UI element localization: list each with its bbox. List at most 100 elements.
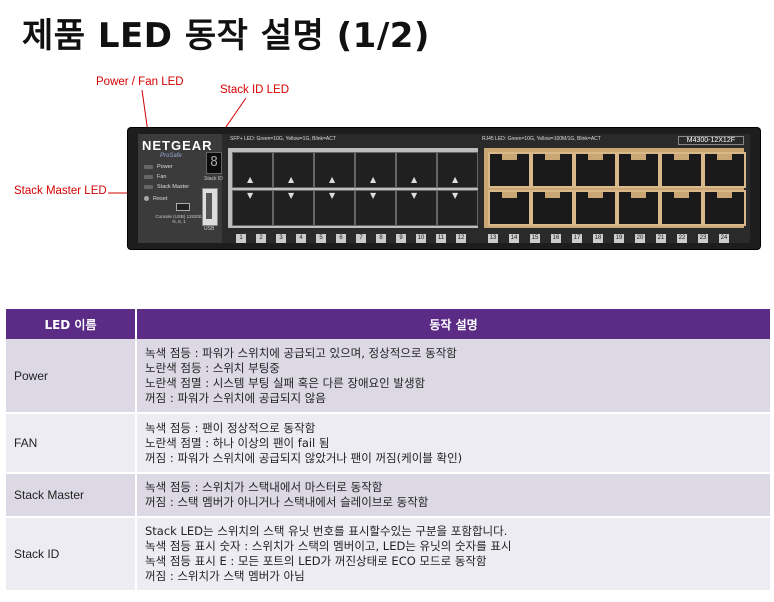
rj45-port [488, 152, 531, 188]
description-cell: Stack LED는 스위치의 스택 유닛 번호를 표시할수있는 구분을 포함합… [136, 517, 770, 592]
port-number: 9 [396, 234, 406, 243]
sfp-port: ▼ [396, 190, 437, 226]
description-line: 노란색 점멸 : 시스템 부팅 실패 혹은 다른 장애요인 발생함 [145, 375, 426, 390]
sfp-led-note: SFP+ LED: Green=10G, Yellow=1G, Blink=AC… [230, 136, 336, 142]
table-row: Stack ID Stack LED는 스위치의 스택 유닛 번호를 표시할수있… [6, 517, 770, 592]
led-name-cell: FAN [6, 413, 137, 474]
description-cell: 녹색 점등 : 파워가 스위치에 공급되고 있으며, 정상적으로 동작함 노란색… [136, 339, 770, 414]
led-name-cell: Stack ID [6, 517, 137, 592]
port-number: 1 [236, 234, 246, 243]
rj45-port [617, 152, 660, 188]
sfp-port: ▲ [273, 152, 314, 188]
description-line: 꺼짐 : 파워가 스위치에 공급되지 않음 [145, 390, 326, 405]
port-number: 5 [316, 234, 326, 243]
power-led [144, 164, 153, 169]
table-header-row: LED 이름 동작 설명 [6, 309, 770, 339]
port-number: 23 [698, 234, 708, 243]
header-led-name: LED 이름 [6, 309, 137, 339]
table-row: Power 녹색 점등 : 파워가 스위치에 공급되고 있으며, 정상적으로 동… [6, 339, 770, 414]
rj45-port [660, 190, 703, 226]
stack-id-display: 8 [206, 152, 222, 174]
rj45-port [703, 190, 746, 226]
reset-label: Reset [153, 196, 168, 202]
stack-master-led [144, 184, 153, 189]
netgear-logo: NETGEAR [142, 138, 213, 153]
stack-master-led-callout: Stack Master LED [14, 185, 107, 197]
rj45-port [488, 190, 531, 226]
description-line: Stack LED는 스위치의 스택 유닛 번호를 표시할수있는 구분을 포함합… [145, 524, 508, 538]
rj45-port [660, 152, 703, 188]
port-number: 21 [656, 234, 666, 243]
header-operation-description: 동작 설명 [136, 309, 770, 339]
port-number: 10 [416, 234, 426, 243]
power-led-label: Power [157, 164, 173, 170]
description-line: 녹색 점등 : 스위치가 스택내에서 마스터로 동작함 [145, 480, 383, 494]
stack-master-led-label: Stack Master [157, 184, 190, 190]
port-number: 12 [456, 234, 466, 243]
description-line: 꺼짐 : 스위치가 스택 멤버가 아님 [145, 569, 305, 583]
usb-port [202, 188, 218, 226]
rj45-port [574, 152, 617, 188]
description-line: 노란색 점등 : 스위치 부팅중 [145, 360, 280, 375]
rj45-port [531, 190, 574, 226]
led-name-cell: Stack Master [6, 473, 137, 518]
description-line: 꺼짐 : 스택 멤버가 아니거나 스택내에서 슬레이브로 동작함 [145, 495, 429, 509]
description-cell: 녹색 점등 : 스위치가 스택내에서 마스터로 동작함 꺼짐 : 스택 멤버가 … [136, 473, 770, 518]
sfp-port: ▲ [314, 152, 355, 188]
port-number: 19 [614, 234, 624, 243]
port-number: 6 [336, 234, 346, 243]
fan-led [144, 174, 153, 179]
description-line: 녹색 점등 : 파워가 스위치에 공급되고 있으며, 정상적으로 동작함 [145, 345, 457, 360]
port-number: 17 [572, 234, 582, 243]
stack-id-led-callout: Stack ID LED [220, 84, 290, 96]
table-row: Stack Master 녹색 점등 : 스위치가 스택내에서 마스터로 동작함… [6, 473, 770, 518]
port-number: 24 [719, 234, 729, 243]
rj45-led-note: RJ45 LED: Green=10G, Yellow=100M/1G, Bli… [482, 136, 601, 142]
port-number: 4 [296, 234, 306, 243]
model-label: M4300-12X12F [677, 136, 744, 145]
sfp-port: ▲ [437, 152, 478, 188]
port-number: 16 [551, 234, 561, 243]
port-number: 15 [530, 234, 540, 243]
port-number: 7 [356, 234, 366, 243]
reset-button [144, 196, 149, 202]
port-number: 13 [488, 234, 498, 243]
description-line: 꺼짐 : 파워가 스위치에 공급되지 않았거나 팬이 꺼짐(케이블 확인) [145, 450, 463, 465]
description-line: 노란색 점멸 : 하나 이상의 팬이 fail 됨 [145, 435, 330, 450]
switch-front-panel: NETGEAR ProSafe Power Fan Stack Master R… [128, 128, 760, 249]
port-number: 11 [436, 234, 446, 243]
table-row: FAN 녹색 점등 : 팬이 정상적으로 동작함 노란색 점멸 : 하나 이상의… [6, 413, 770, 474]
sfp-port: ▼ [355, 190, 396, 226]
led-description-table: LED 이름 동작 설명 Power 녹색 점등 : 파워가 스위치에 공급되고… [6, 309, 770, 592]
led-name-cell: Power [6, 339, 137, 414]
prosafe-label: ProSafe [160, 153, 182, 159]
rj45-port [531, 152, 574, 188]
description-line: 녹색 점등 표시 숫자 : 스위치가 스택의 멤버이고, LED는 유닛의 숫자… [145, 539, 512, 553]
port-number: 8 [376, 234, 386, 243]
sfp-port: ▲ [232, 152, 273, 188]
console-usb-port [176, 203, 190, 211]
rj45-port [703, 152, 746, 188]
sfp-port: ▼ [314, 190, 355, 226]
fan-led-label: Fan [157, 174, 167, 180]
port-number: 14 [509, 234, 519, 243]
rj45-port-block [484, 148, 746, 228]
usb-label: USB [204, 226, 215, 232]
sfp-port: ▼ [437, 190, 478, 226]
sfp-port: ▼ [273, 190, 314, 226]
port-number: 3 [276, 234, 286, 243]
console-label: Console (USB) 115200, N, 8, 1 [155, 214, 203, 224]
rj45-port [574, 190, 617, 226]
port-number: 2 [256, 234, 266, 243]
sfp-port: ▼ [232, 190, 273, 226]
power-fan-led-callout: Power / Fan LED [96, 76, 184, 88]
stack-id-label: Stack ID [204, 176, 223, 182]
description-line: 녹색 점등 표시 E : 모든 포트의 LED가 꺼진상태로 ECO 모드로 동… [145, 554, 487, 568]
port-number: 20 [635, 234, 645, 243]
description-line: 녹색 점등 : 팬이 정상적으로 동작함 [145, 420, 316, 435]
description-cell: 녹색 점등 : 팬이 정상적으로 동작함 노란색 점멸 : 하나 이상의 팬이 … [136, 413, 770, 474]
rj45-port [617, 190, 660, 226]
sfp-port-block: ▲ ▲ ▲ ▲ ▲ ▲ ▼ ▼ ▼ ▼ ▼ ▼ [228, 148, 478, 228]
port-number: 18 [593, 234, 603, 243]
sfp-port: ▲ [396, 152, 437, 188]
